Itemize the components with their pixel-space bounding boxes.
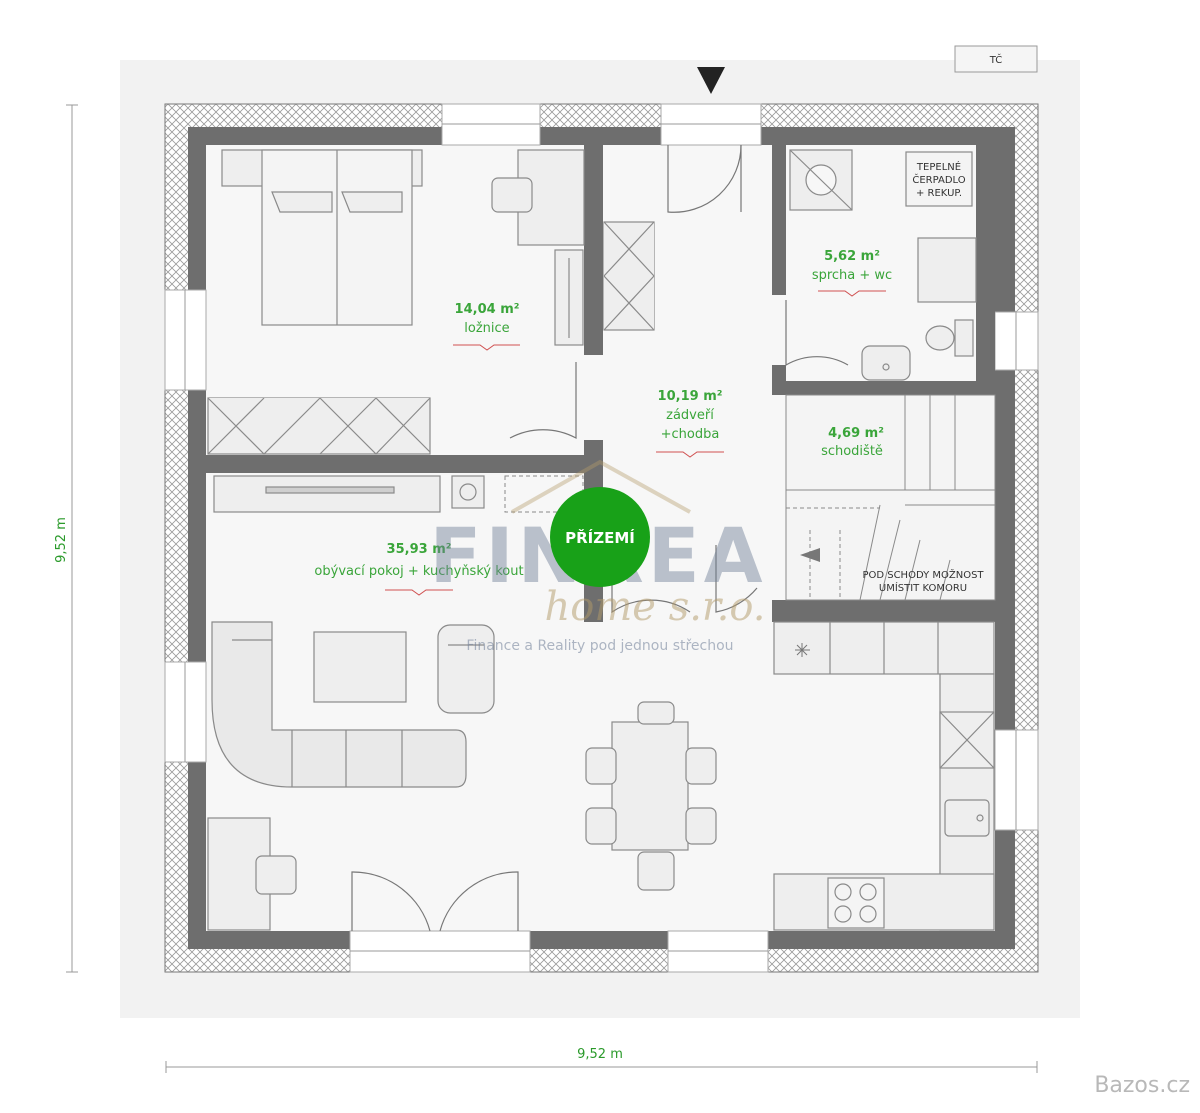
room-name: sprcha + wc (812, 268, 892, 283)
heat-pump-label-2: ČERPADLO (912, 173, 965, 186)
dimension-horizontal: 9,52 m (165, 1047, 1038, 1073)
bed (221, 149, 423, 326)
room-label-bedroom: 14,04 m² ložnice (453, 302, 520, 351)
desk (491, 149, 585, 346)
fireplace (451, 475, 485, 509)
watermark-roof-icon (511, 459, 691, 514)
fridge-outline (504, 475, 584, 513)
coffee-table (313, 631, 407, 703)
room-label-living: 35,93 m² obývací pokoj + kuchyňský kout (314, 542, 524, 596)
room-area: 5,62 m² (824, 249, 880, 264)
room-name: zádveří (666, 408, 714, 423)
washing-machine (917, 237, 977, 303)
dimension-vertical-label: 9,52 m (54, 517, 69, 563)
entrance-arrow-icon (697, 67, 725, 94)
heat-pump-label-3: + REKUP. (916, 188, 962, 199)
site-watermark: Bazos.cz (1094, 1073, 1190, 1098)
hall-cabinet (603, 221, 655, 331)
floor-badge-label: PŘÍZEMÍ (565, 528, 635, 547)
tc-tag-box (954, 45, 1038, 73)
light-icon (795, 643, 810, 657)
room-name: ložnice (464, 321, 509, 336)
wardrobe (207, 397, 431, 455)
room-area: 14,04 m² (455, 302, 520, 317)
armchair (437, 624, 495, 714)
staircase (785, 394, 996, 601)
room-name: obývací pokoj + kuchyňský kout (314, 564, 523, 579)
sofa (211, 621, 467, 788)
washbasin (861, 345, 911, 381)
dimension-horizontal-label: 9,52 m (577, 1047, 623, 1062)
doors (351, 144, 849, 932)
heat-pump-label-1: TEPELNÉ (916, 160, 961, 173)
dining-table (585, 701, 717, 891)
shower (789, 149, 853, 211)
dimension-vertical: 9,52 m (54, 104, 78, 973)
watermark-tagline: Finance a Reality pod jednou střechou (466, 638, 733, 654)
room-label-stairs: 4,69 m² schodiště (821, 426, 884, 459)
stairs-note-1: POD SCHODY MOŽNOST (862, 568, 984, 581)
cooktop (827, 877, 885, 929)
room-name-2: +chodba (661, 427, 720, 442)
tc-tag: TČ (989, 53, 1003, 66)
stairs-direction-icon (800, 548, 820, 562)
toilet (925, 319, 974, 357)
floor-badge (550, 487, 650, 587)
heat-pump-box: TEPELNÉ ČERPADLO + REKUP. (905, 151, 973, 207)
tv-cabinet (213, 475, 441, 513)
stairs-note-2: UMÍSTIT KOMORU (879, 581, 967, 594)
room-name: schodiště (821, 444, 883, 459)
room-area: 10,19 m² (658, 389, 723, 404)
watermark-sub: home s.r.o. (545, 584, 766, 630)
kitchen-counter (773, 621, 995, 931)
room-area: 4,69 m² (828, 426, 884, 441)
work-desk (207, 817, 297, 931)
room-area: 35,93 m² (387, 542, 452, 557)
room-label-bathroom: 5,62 m² sprcha + wc (812, 249, 892, 297)
room-label-hall: 10,19 m² zádveří +chodba (656, 389, 724, 458)
